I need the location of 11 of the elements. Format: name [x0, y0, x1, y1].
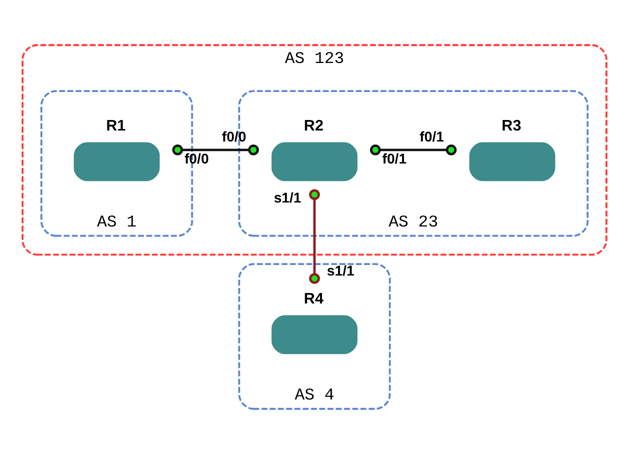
node-label: R1 — [106, 117, 126, 134]
node-label: R2 — [304, 117, 324, 134]
connector — [172, 144, 259, 156]
node-label: s1/1 — [274, 190, 302, 206]
node-label: R4 — [304, 290, 324, 308]
connector — [370, 144, 457, 156]
node-label: s1/1 — [326, 262, 354, 279]
node-label: R3 — [502, 117, 522, 134]
node-label: f0/1 — [382, 150, 407, 166]
connector — [309, 189, 320, 284]
node-label: f0/1 — [420, 128, 444, 144]
